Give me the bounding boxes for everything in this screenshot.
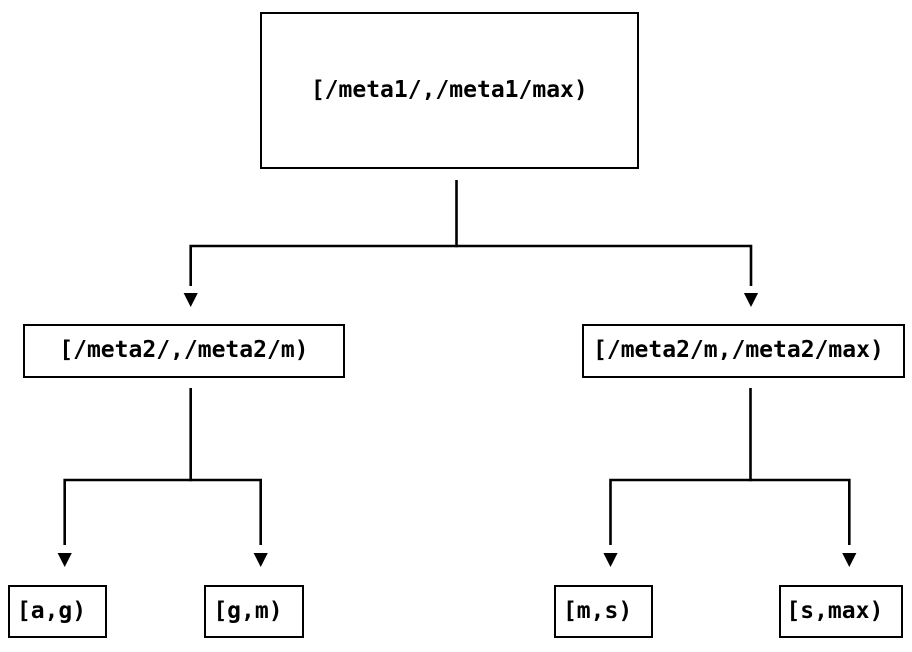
arrowhead-to-leaf-3-icon	[603, 553, 618, 567]
arrowhead-to-leaf-4-icon	[842, 553, 857, 567]
edge-mid-right-split-line	[609, 478, 851, 545]
arrowhead-to-mid-left-icon	[183, 293, 198, 307]
node-leaf-4-label: [s,max)	[786, 597, 884, 624]
node-leaf-2: [g,m)	[203, 585, 304, 638]
node-root-label: [/meta1/,/meta1/max)	[310, 77, 588, 103]
arrowhead-to-leaf-1-icon	[57, 553, 72, 567]
node-leaf-1: [a,g)	[8, 585, 107, 638]
node-leaf-3-label: [m,s)	[562, 597, 633, 624]
node-mid-right-label: [/meta2/m,/meta2/max)	[593, 337, 884, 364]
node-leaf-1-label: [a,g)	[16, 597, 87, 624]
edge-mid-left-split-line	[63, 478, 262, 545]
node-leaf-2-label: [g,m)	[213, 597, 283, 624]
edge-root-split-line	[189, 244, 753, 286]
arrowhead-to-leaf-2-icon	[253, 553, 268, 567]
node-leaf-3: [m,s)	[553, 585, 654, 638]
node-root: [/meta1/,/meta1/max)	[260, 12, 639, 169]
node-mid-left: [/meta2/,/meta2/m)	[22, 324, 346, 378]
node-mid-right: [/meta2/m,/meta2/max)	[582, 324, 905, 378]
arrowhead-to-mid-right-icon	[743, 293, 759, 307]
node-leaf-4: [s,max)	[778, 585, 904, 638]
node-mid-left-label: [/meta2/,/meta2/m)	[59, 337, 309, 364]
